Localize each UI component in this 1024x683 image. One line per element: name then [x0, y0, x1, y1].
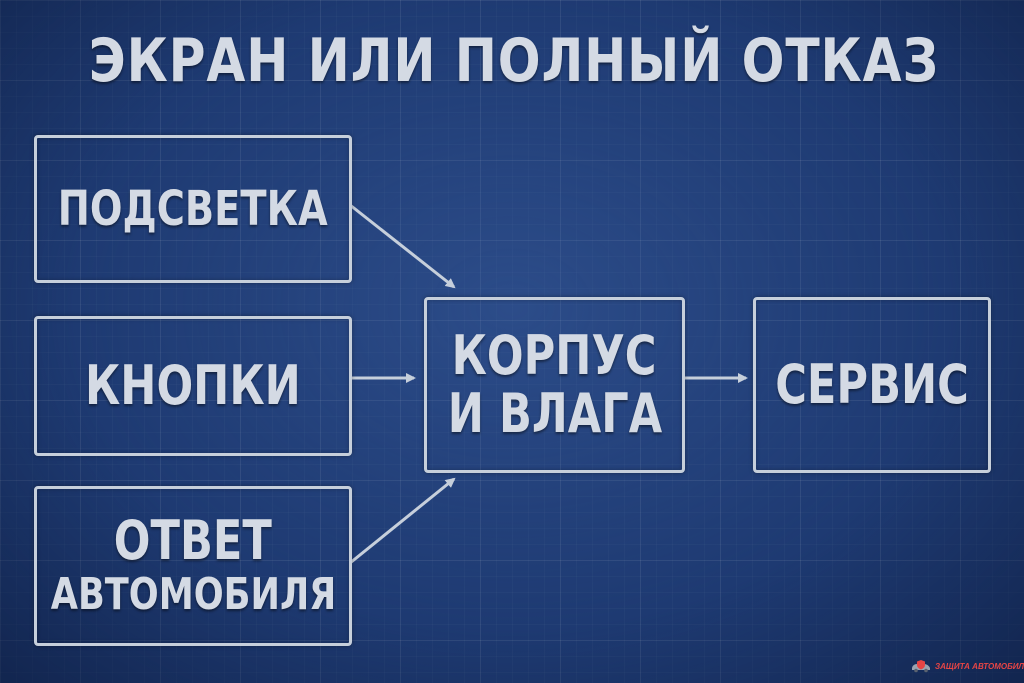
node-car-response-line2: АВТОМОБИЛЯ: [50, 569, 336, 620]
shield-car-icon: [912, 660, 930, 673]
node-housing-line1: КОРПУС: [452, 324, 657, 387]
node-service: СЕРВИС: [753, 297, 991, 473]
node-backlight: ПОДСВЕТКА: [34, 135, 352, 283]
node-backlight-label: ПОДСВЕТКА: [58, 181, 328, 237]
node-housing-moisture: КОРПУС И ВЛАГА: [424, 297, 685, 473]
node-car-response: ОТВЕТ АВТОМОБИЛЯ: [34, 486, 352, 646]
watermark-text: ЗАЩИТА АВТОМОБИЛЯ: [935, 661, 1024, 671]
node-car-response-line1: ОТВЕТ: [113, 509, 273, 572]
node-service-label: СЕРВИС: [775, 353, 969, 416]
watermark-logo: ЗАЩИТА АВТОМОБИЛЯ: [910, 658, 1024, 674]
arrow-backlight-to-housing: [349, 203, 456, 289]
arrow-car-response-to-housing: [349, 477, 456, 565]
node-buttons: КНОПКИ: [34, 316, 352, 456]
diagram-title: ЭКРАН ИЛИ ПОЛНЫЙ ОТКАЗ: [88, 26, 940, 96]
node-buttons-label: КНОПКИ: [85, 354, 301, 417]
node-housing-line2: И ВЛАГА: [447, 382, 662, 445]
